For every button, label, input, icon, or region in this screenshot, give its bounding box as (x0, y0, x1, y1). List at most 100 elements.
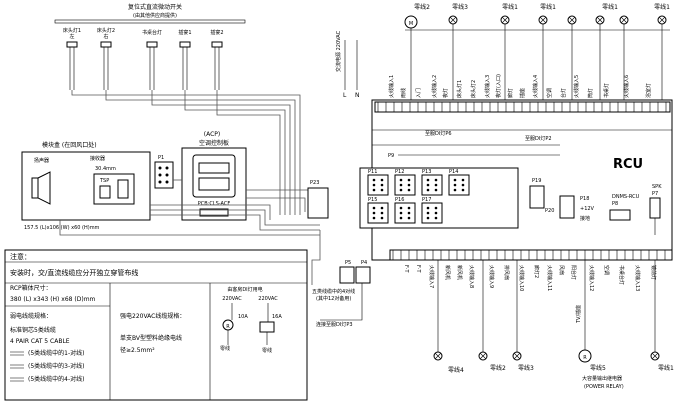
top-input-label-14: 火线输入5 (573, 75, 580, 98)
svg-text:P20: P20 (545, 208, 554, 214)
svg-text:零线4: 零线4 (448, 366, 464, 374)
svg-text:床头灯2: 床头灯2 (97, 27, 115, 34)
switch-3: 书桌台灯 (142, 29, 162, 90)
top-input-label-13: 台灯 (560, 88, 567, 98)
bottom-input-label-10: 火线输入11 (546, 265, 553, 291)
speaker-icon (37, 171, 51, 205)
mains-power: L N 交流电源 220VAC (335, 30, 360, 99)
svg-text:TSP: TSP (99, 178, 109, 184)
svg-text:零线1: 零线1 (658, 364, 674, 372)
svg-text:P23: P23 (310, 180, 319, 186)
top-input-label-2: 入门 (415, 88, 422, 98)
p17-label: P17 (422, 197, 431, 203)
link-label: 连接至服DI灯P3 (316, 321, 353, 328)
notes-outline (4, 249, 308, 401)
svg-text:由客房DI灯用电: 由客房DI灯用电 (227, 286, 262, 293)
switch-header-bracket (54, 19, 246, 24)
switch-header: 复位式直流微动开关 (128, 3, 182, 11)
svg-text:10A: 10A (238, 314, 248, 320)
five-class-label: 五类线缆中的4对线 (312, 288, 355, 295)
p9-label: P9 (388, 153, 394, 159)
bottom-input-label-7: 排风扇 (503, 265, 510, 280)
top-lamp-0: M 零线2 (404, 3, 430, 100)
p13-label: P13 (422, 169, 431, 175)
notes-line1: 安装时，交/直流线缆应分开独立穿管布线 (10, 268, 138, 277)
top-lamp-label-0: 零线2 (414, 3, 430, 11)
bottom-input-label-17: 镜前灯 (650, 265, 657, 280)
svg-text:P4: P4 (361, 260, 367, 266)
top-lamp-label-2: 零线1 (502, 3, 518, 11)
svg-text:插宴2: 插宴2 (210, 29, 223, 36)
svg-text:(ACP): (ACP) (204, 131, 221, 138)
p11-label: P11 (368, 169, 377, 175)
weak-item-2: (5类线缆中的1-对线) (28, 349, 84, 357)
svg-text:220VAC: 220VAC (222, 296, 242, 302)
acp-pcb: PCB:CLS-ACF (198, 201, 231, 207)
mains-label: 交流电源 220VAC (335, 30, 342, 72)
weak-item-3: (5类线缆中的3-对线) (28, 362, 84, 370)
top-lamp-2: 零线1 (500, 3, 518, 100)
bottom-input-label-8: 火线输入10 (518, 265, 525, 291)
bottom-input-label-6: 火线输入9 (488, 265, 495, 288)
top-terminals (374, 101, 671, 113)
p11-block (367, 174, 389, 196)
svg-text:插宴1: 插宴1 (178, 29, 191, 36)
p12-label: P12 (395, 169, 404, 175)
p17-block (421, 202, 443, 224)
p14-block (448, 174, 470, 196)
size-title: RCP箱体尺寸： (10, 284, 52, 292)
svg-text:R: R (226, 324, 230, 330)
p14-label: P14 (449, 169, 458, 175)
weak-title: 弱电线缆规格： (10, 312, 52, 320)
top-input-label-1: 雨线 (400, 88, 407, 98)
p15-block (367, 202, 389, 224)
top-lamp-6 (619, 15, 629, 100)
top-input-label-11: 火线输入4 (532, 75, 539, 98)
strong-desc-1: 单支BV型塑料绝缘电线 (120, 334, 182, 342)
svg-text:16A: 16A (272, 314, 282, 320)
rcu-comm: 至服DI灯P6 (425, 130, 452, 137)
p16-label: P16 (395, 197, 404, 203)
top-lamp-label-3: 零线1 (540, 3, 556, 11)
svg-text:220VAC: 220VAC (258, 296, 278, 302)
bottom-input-label-4: 新风机 (456, 265, 463, 280)
top-input-label-5: 床头灯1 (456, 80, 463, 98)
top-lamp-label-5: 零线1 (602, 3, 618, 11)
bottom-input-label-15: 书桌台灯 (618, 265, 625, 285)
bottom-input-label-3: 新风机 (444, 265, 451, 280)
power-relay-1: 大容量输出继电器 (582, 375, 622, 382)
five-class-sub: (其中12对备用) (316, 295, 351, 302)
power-n: N (355, 92, 360, 99)
tv-device: TV/插座 (575, 305, 582, 324)
rcu-model: DNMS-RCU (612, 194, 640, 200)
bottom-lamp-3: R 零线5 (578, 260, 606, 372)
rcu-plus12v: +12V (580, 206, 595, 212)
bottom-input-label-1: F·T (415, 265, 421, 273)
switch-group: 复位式直流微动开关 (由其他供应商提供) 床头灯1 左 床头灯2 右 书桌台灯 … (54, 3, 301, 215)
top-lamp-label-7: 零线1 (654, 3, 670, 11)
size-value: 380 (L) x343 (H) x68 (D)mm (10, 296, 96, 303)
acp-display (192, 154, 236, 198)
bottom-input-label-12: 阳台灯 (570, 265, 577, 280)
svg-text:P1: P1 (158, 155, 164, 161)
svg-text:M: M (409, 21, 413, 27)
p13-block (421, 174, 443, 196)
top-lamp-1: 零线3 (448, 3, 468, 100)
rcu-ground: 接地 (580, 215, 590, 222)
top-lamp-label-1: 零线3 (452, 3, 468, 11)
weak-item-4: (5类线缆中的4-对线) (28, 375, 84, 383)
receiver-size: 30.4mm (95, 166, 116, 172)
top-lamp-4 (567, 15, 577, 100)
top-lamp-7: 零线1 (654, 3, 670, 100)
bottom-lamp-4: 零线1 (650, 260, 674, 372)
bottom-input-label-5: 火线输入8 (468, 265, 475, 288)
rcu-title: RCU (613, 157, 643, 172)
switch-5: 插宴2 (210, 29, 224, 90)
mini-schematic: 由客房DI灯用电 220VAC 220VAC 10A 16A R 零线 零线 (220, 286, 282, 354)
top-input-label-12: 空调 (546, 88, 553, 98)
p12-block (394, 174, 416, 196)
receiver-label: 接收器 (90, 155, 105, 162)
